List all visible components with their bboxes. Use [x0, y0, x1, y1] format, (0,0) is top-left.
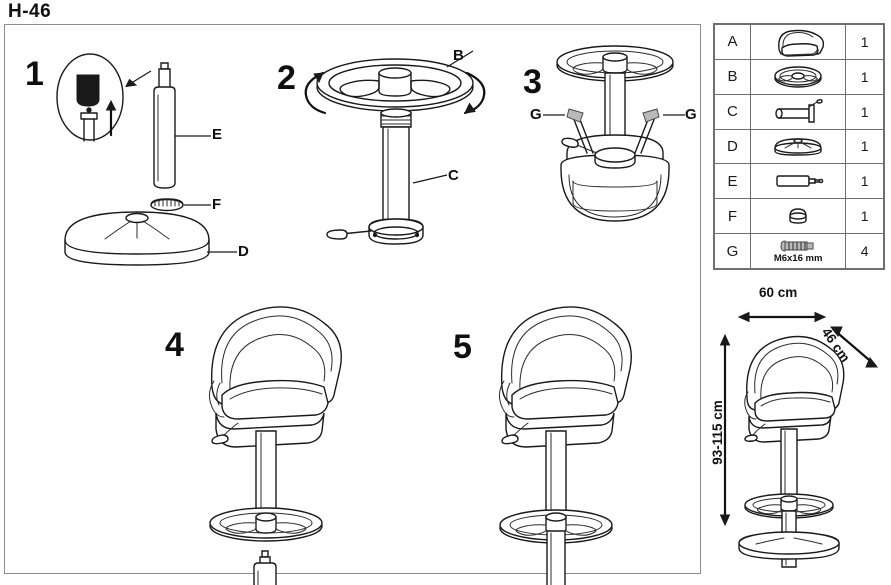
parts-table-grid: A 1 B — [714, 24, 884, 269]
main-diagram-frame: 1 — [4, 24, 701, 585]
part-qty-d: 1 — [845, 128, 884, 165]
gas-cylinder-icon — [776, 175, 824, 187]
table-row: A 1 — [714, 24, 884, 60]
table-row: B 1 — [714, 58, 884, 95]
part-qty-g: 4 — [845, 233, 884, 269]
step-5-illustration — [498, 306, 632, 585]
table-row: D 1 — [714, 128, 884, 165]
table-row: C 1 — [714, 93, 884, 130]
step-number-4: 4 — [165, 326, 184, 364]
callout-label-e: E — [212, 126, 223, 143]
step-number-2: 2 — [277, 59, 296, 97]
dimension-diagram: 60 cm 46 cm 93-115 cm — [703, 285, 889, 570]
callout-label-g-left: G — [530, 106, 542, 123]
part-icon-cell-f — [749, 198, 847, 235]
part-icon-cell-e — [749, 163, 847, 200]
step-1-illustration — [56, 53, 237, 266]
callout-label-c: C — [448, 167, 459, 184]
callout-label-f: F — [212, 196, 222, 213]
table-row: G M6x16 mm 4 — [714, 233, 884, 269]
column-tube-icon — [775, 98, 823, 123]
step-4-illustration — [208, 306, 342, 585]
dimension-illustration — [719, 311, 879, 568]
callout-label-d: D — [238, 243, 249, 260]
part-letter-c: C — [714, 93, 751, 130]
part-letter-a: A — [714, 24, 751, 60]
step-number-5: 5 — [453, 328, 472, 366]
part-letter-e: E — [714, 163, 751, 200]
part-icon-cell-b — [749, 58, 847, 95]
step-2-illustration — [304, 50, 486, 245]
footrest-ring-icon — [774, 66, 822, 88]
page-title: H-46 — [8, 1, 52, 22]
part-letter-d: D — [714, 128, 751, 165]
step-number-3: 3 — [523, 63, 542, 101]
part-letter-g: G — [714, 233, 751, 269]
seat-shell-icon — [778, 29, 825, 57]
table-row: E 1 — [714, 163, 884, 200]
part-letter-f: F — [714, 198, 751, 235]
cover-ring-icon — [789, 208, 807, 224]
screw-icon — [780, 240, 814, 252]
part-letter-b: B — [714, 58, 751, 95]
part-qty-f: 1 — [845, 198, 884, 235]
callout-label-b: B — [453, 47, 464, 64]
part-icon-cell-c — [749, 93, 847, 130]
part-icon-cell-a — [749, 24, 847, 60]
part-qty-b: 1 — [845, 58, 884, 95]
dimension-height-label: 93-115 cm — [709, 400, 725, 465]
parts-list-table: A 1 B — [713, 23, 885, 270]
callout-label-g-right: G — [685, 106, 697, 123]
part-qty-a: 1 — [845, 24, 884, 60]
part-qty-e: 1 — [845, 163, 884, 200]
part-note-g: M6x16 mm — [773, 253, 823, 265]
part-qty-c: 1 — [845, 93, 884, 130]
step-number-1: 1 — [25, 55, 44, 93]
part-icon-cell-d — [749, 128, 847, 165]
step-3-illustration — [543, 45, 685, 222]
base-plate-icon — [774, 138, 822, 157]
dimension-width-label: 60 cm — [759, 285, 798, 300]
table-row: F 1 — [714, 198, 884, 235]
part-icon-cell-g: M6x16 mm — [749, 233, 847, 269]
